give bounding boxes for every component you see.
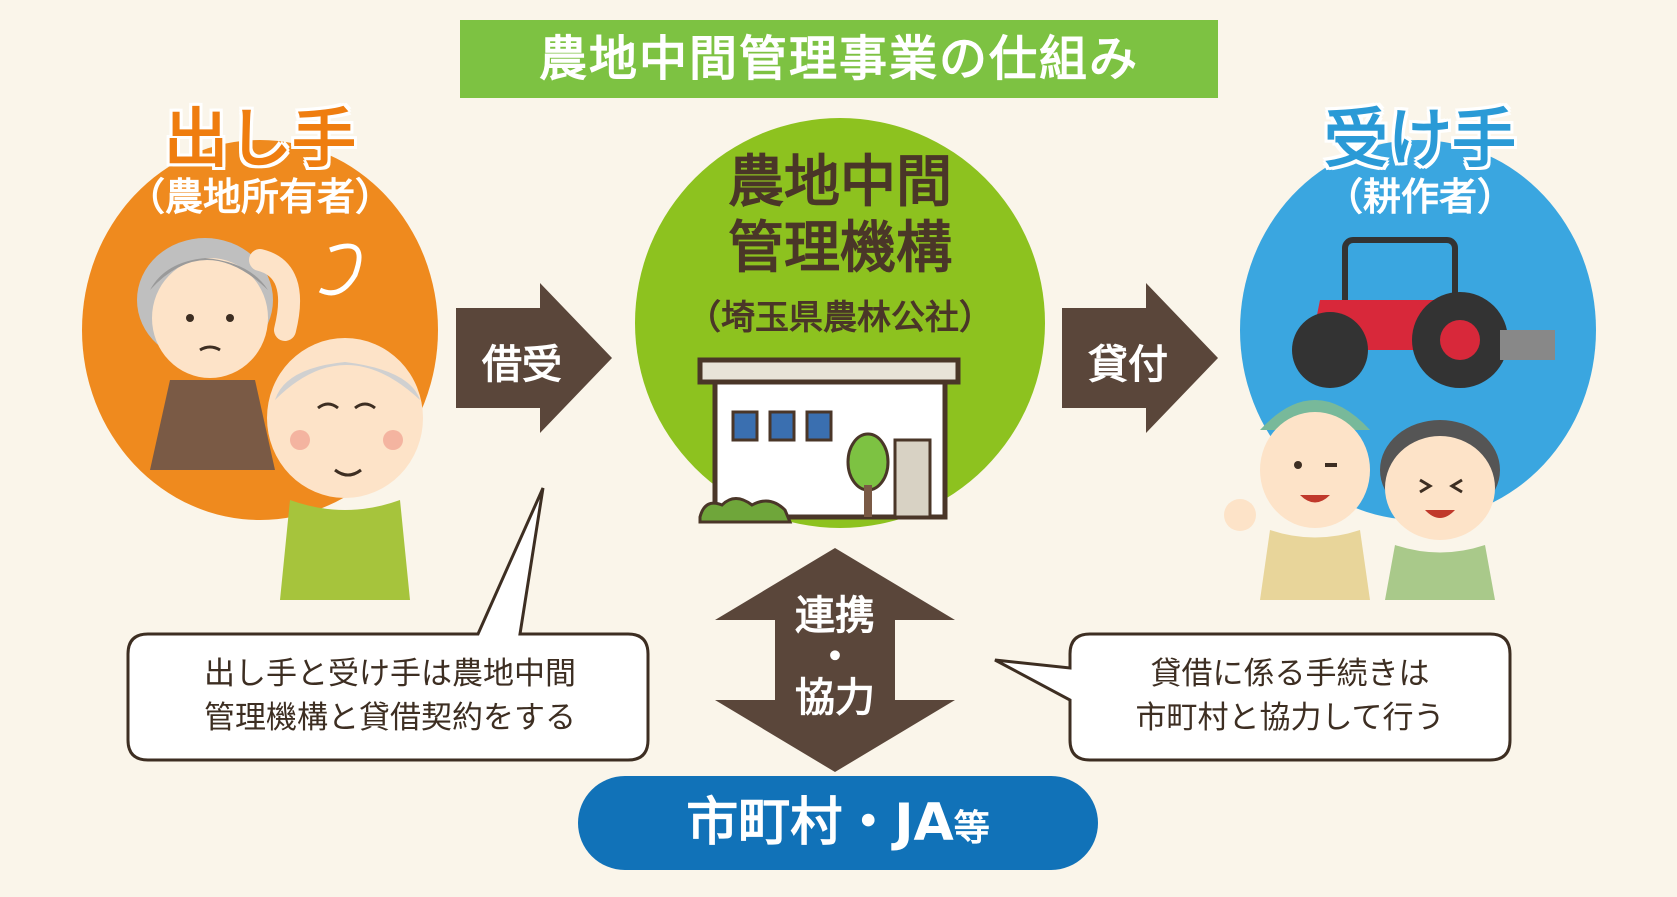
left-bubble-text: 出し手と受け手は農地中間 管理機構と貸借契約をする: [150, 652, 630, 740]
cooperation-line2: 協力: [795, 675, 875, 721]
municipality-label: 市町村・JA等: [578, 776, 1098, 870]
right-bubble-shape: [994, 632, 1512, 762]
title-banner: [460, 20, 1218, 98]
right-bubble-line1: 貸借に係る手続きは: [1150, 656, 1430, 692]
lend-arrow: [1062, 283, 1218, 433]
giver-subtitle: （農地所有者）: [126, 175, 393, 219]
cooperation-dot: ・: [815, 634, 855, 680]
left-bubble-shape: [126, 487, 650, 762]
lend-label: 貸付: [1088, 342, 1168, 388]
organization-subtitle: （埼玉県農林公社）: [687, 298, 993, 338]
organization-name-line2: 管理機構: [728, 216, 952, 281]
borrow-label: 借受: [482, 342, 562, 388]
landowner-illustration: [137, 238, 423, 600]
organization-name: 農地中間 管理機構: [640, 150, 1040, 282]
left-bubble-line2: 管理機構と貸借契約をする: [204, 700, 576, 736]
municipality-suffix: 等: [953, 808, 990, 849]
cooperation-line1: 連携: [795, 593, 875, 639]
farmer-illustration: [1224, 237, 1555, 600]
municipality-pill: [578, 776, 1098, 870]
giver-title: 出し手: [164, 103, 356, 177]
cooperation-label: 連携 ・ 協力: [775, 590, 895, 724]
taker-subtitle: （耕作者）: [1324, 175, 1515, 219]
organization-name-line1: 農地中間: [728, 150, 952, 215]
right-bubble-line2: 市町村と協力して行う: [1135, 700, 1445, 736]
borrow-arrow: [456, 283, 612, 433]
right-bubble-text: 貸借に係る手続きは 市町村と協力して行う: [1090, 652, 1490, 740]
cooperation-arrow: [715, 548, 955, 772]
taker-title: 受け手: [1324, 103, 1516, 177]
building-illustration: [697, 357, 961, 524]
municipality-main: 市町村・JA: [686, 793, 954, 853]
left-bubble-line1: 出し手と受け手は農地中間: [204, 656, 576, 692]
diagram-title: 農地中間管理事業の仕組み: [538, 31, 1139, 87]
